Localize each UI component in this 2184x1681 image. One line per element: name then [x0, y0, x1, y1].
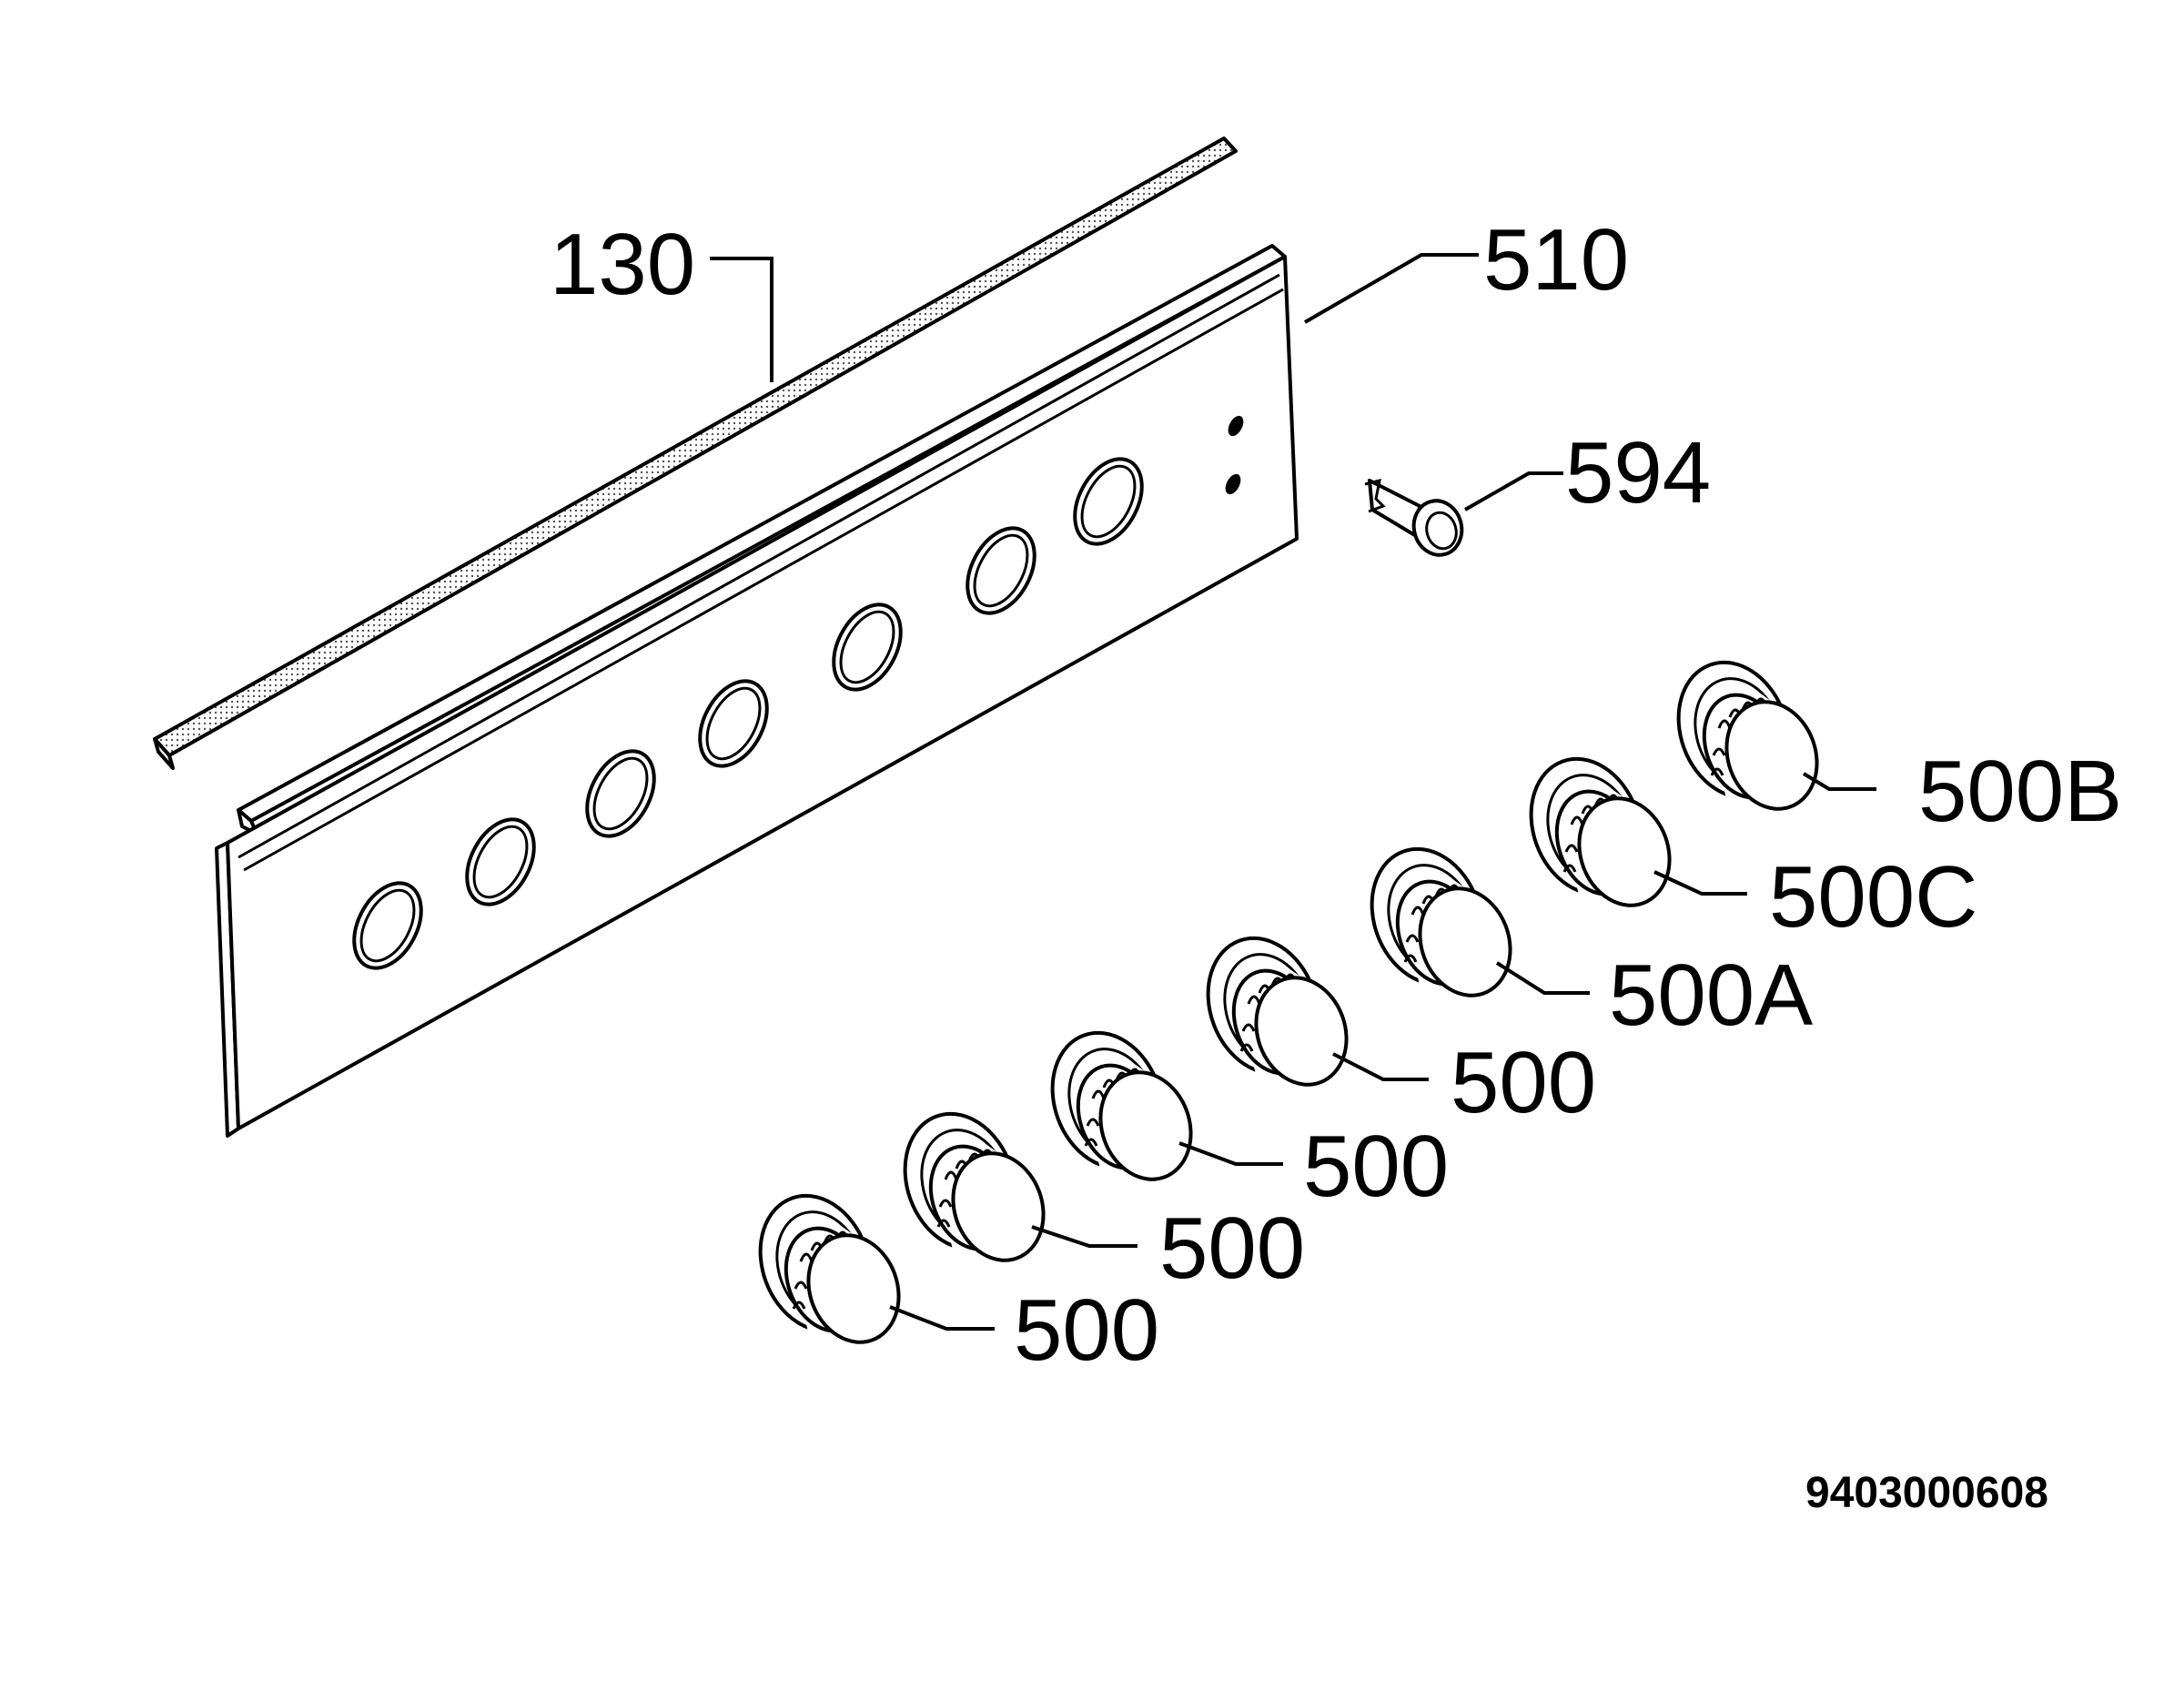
- leader-line: [1653, 870, 1747, 896]
- panel-hole: [352, 881, 423, 970]
- control-knob: [1511, 741, 1686, 920]
- control-panel: [215, 244, 1299, 1138]
- leader-line: [1303, 253, 1479, 324]
- panel-hole: [585, 749, 656, 838]
- part-label-510: 510: [1483, 211, 1629, 309]
- part-label-500: 500: [1159, 1200, 1305, 1297]
- leader-line: [1332, 1052, 1429, 1081]
- part-label-500c: 500C: [1769, 848, 1978, 946]
- control-knob: [740, 1178, 915, 1357]
- part-label-130: 130: [550, 216, 695, 313]
- part-label-500a: 500A: [1609, 947, 1813, 1044]
- control-knob: [1351, 831, 1527, 1010]
- leader-line: [1802, 772, 1876, 791]
- panel-hole: [832, 603, 903, 692]
- control-knob: [885, 1096, 1060, 1275]
- panel-hole: [698, 679, 769, 768]
- leader-line: [1031, 1225, 1138, 1248]
- part-label-500: 500: [1303, 1118, 1449, 1215]
- leader-line: [710, 257, 774, 382]
- drawing-number: 9403000608: [1805, 1469, 2048, 1517]
- control-knob: [1658, 644, 1834, 824]
- part-label-594: 594: [1565, 424, 1711, 522]
- part-label-500: 500: [1014, 1281, 1159, 1379]
- leader-line: [1495, 961, 1590, 995]
- leader-line: [1464, 471, 1563, 511]
- panel-hole: [966, 526, 1036, 615]
- control-knob: [1188, 920, 1363, 1099]
- indicator-lamp: [1364, 478, 1464, 557]
- trim-strip: [153, 137, 1238, 770]
- leader-line: [889, 1305, 995, 1331]
- part-label-500b: 500B: [1918, 743, 2122, 840]
- leader-line: [1178, 1141, 1283, 1166]
- part-label-500: 500: [1451, 1034, 1596, 1131]
- panel-hole: [465, 817, 536, 906]
- control-knob: [1032, 1015, 1208, 1194]
- panel-hole: [1073, 457, 1144, 546]
